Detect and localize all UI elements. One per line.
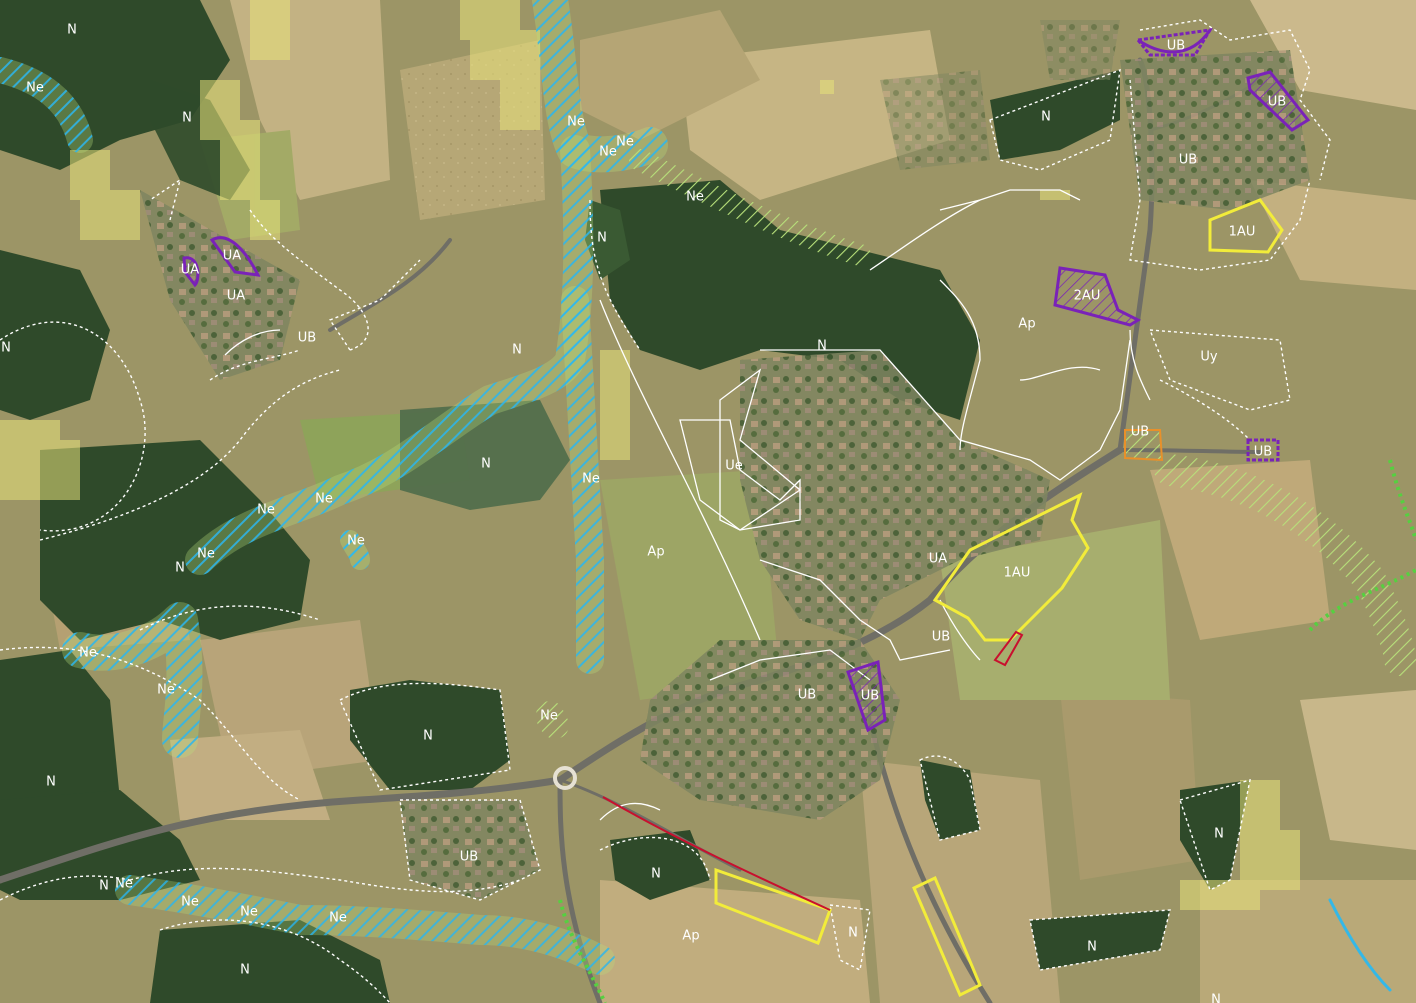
label-ne[interactable]: Ne (257, 503, 275, 518)
label-ub[interactable]: UB (932, 630, 950, 645)
label-ap[interactable]: Ap (647, 545, 664, 560)
label-2au[interactable]: 2AU (1074, 289, 1101, 304)
label-uy[interactable]: Uy (1200, 350, 1218, 365)
label-n[interactable]: N (1087, 940, 1097, 955)
label-ne[interactable]: Ne (240, 905, 258, 920)
label-ub[interactable]: UB (1268, 95, 1286, 110)
label-n[interactable]: N (1041, 110, 1051, 125)
label-ap[interactable]: Ap (682, 929, 699, 944)
farm-fields (40, 0, 1416, 1003)
label-n[interactable]: N (99, 879, 109, 894)
label-ne[interactable]: Ne (599, 145, 617, 160)
label-ne[interactable]: Ne (315, 492, 333, 507)
label-ne[interactable]: Ne (347, 534, 365, 549)
label-ua[interactable]: UA (181, 263, 200, 278)
zone-bottom-strip[interactable] (714, 867, 832, 945)
label-ne[interactable]: Ne (26, 81, 44, 96)
label-n[interactable]: N (1214, 827, 1224, 842)
label-n[interactable]: N (46, 775, 56, 790)
label-ne[interactable]: Ne (181, 895, 199, 910)
label-ub[interactable]: UB (298, 331, 316, 346)
label-n[interactable]: N (240, 963, 250, 978)
village-areas (140, 20, 1310, 900)
au-zones-yellow (714, 198, 1284, 998)
label-ub[interactable]: UB (1179, 153, 1197, 168)
label-n[interactable]: N (651, 867, 661, 882)
label-n[interactable]: N (481, 457, 491, 472)
red-markers (602, 630, 1024, 911)
label-ua[interactable]: UA (223, 249, 242, 264)
zone-labels: N Ne N UA UA UA UB Ne Ne Ne Ne N N N Ne … (1, 23, 1286, 1003)
urban-boundaries (224, 189, 1151, 821)
purple-zones (182, 28, 1311, 733)
label-ne[interactable]: Ne (79, 646, 97, 661)
label-ne[interactable]: Ne (582, 472, 600, 487)
zone-1au-center[interactable] (932, 492, 1090, 642)
label-n[interactable]: N (182, 111, 192, 126)
label-ne[interactable]: Ne (157, 683, 175, 698)
green-dotted-paths (558, 459, 1416, 1003)
label-ub[interactable]: UB (1131, 425, 1149, 440)
label-n[interactable]: N (817, 339, 827, 354)
label-ne[interactable]: Ne (329, 911, 347, 926)
label-ne[interactable]: Ne (115, 877, 133, 892)
label-n[interactable]: N (597, 231, 607, 246)
label-n[interactable]: N (423, 729, 433, 744)
label-n[interactable]: N (512, 343, 522, 358)
label-ub[interactable]: UB (1167, 39, 1185, 54)
label-ue[interactable]: Ue (725, 459, 743, 474)
label-ub[interactable]: UB (798, 688, 816, 703)
label-ap[interactable]: Ap (1018, 317, 1035, 332)
label-n[interactable]: N (1211, 993, 1221, 1003)
zone-boundaries (0, 19, 1331, 1003)
orange-zone (1124, 429, 1164, 462)
zone-bottom-vertical-strip[interactable] (912, 875, 982, 998)
label-ua[interactable]: UA (929, 552, 948, 567)
label-ub[interactable]: UB (460, 850, 478, 865)
label-ub[interactable]: UB (1254, 445, 1272, 460)
label-n[interactable]: N (1, 341, 11, 356)
label-ub[interactable]: UB (861, 689, 879, 704)
label-ne[interactable]: Ne (197, 547, 215, 562)
label-ua[interactable]: UA (227, 289, 246, 304)
label-n[interactable]: N (848, 926, 858, 941)
label-ne[interactable]: Ne (616, 135, 634, 150)
label-1au[interactable]: 1AU (1004, 566, 1031, 581)
label-1au[interactable]: 1AU (1229, 225, 1256, 240)
label-ne[interactable]: Ne (686, 190, 704, 205)
label-n[interactable]: N (175, 561, 185, 576)
label-ne[interactable]: Ne (540, 709, 558, 724)
label-n[interactable]: N (67, 23, 77, 38)
pale-yellow-overlays (0, 0, 1300, 910)
label-ne[interactable]: Ne (567, 115, 585, 130)
roundabout (553, 766, 577, 790)
zone-1au-right[interactable] (1208, 198, 1284, 254)
